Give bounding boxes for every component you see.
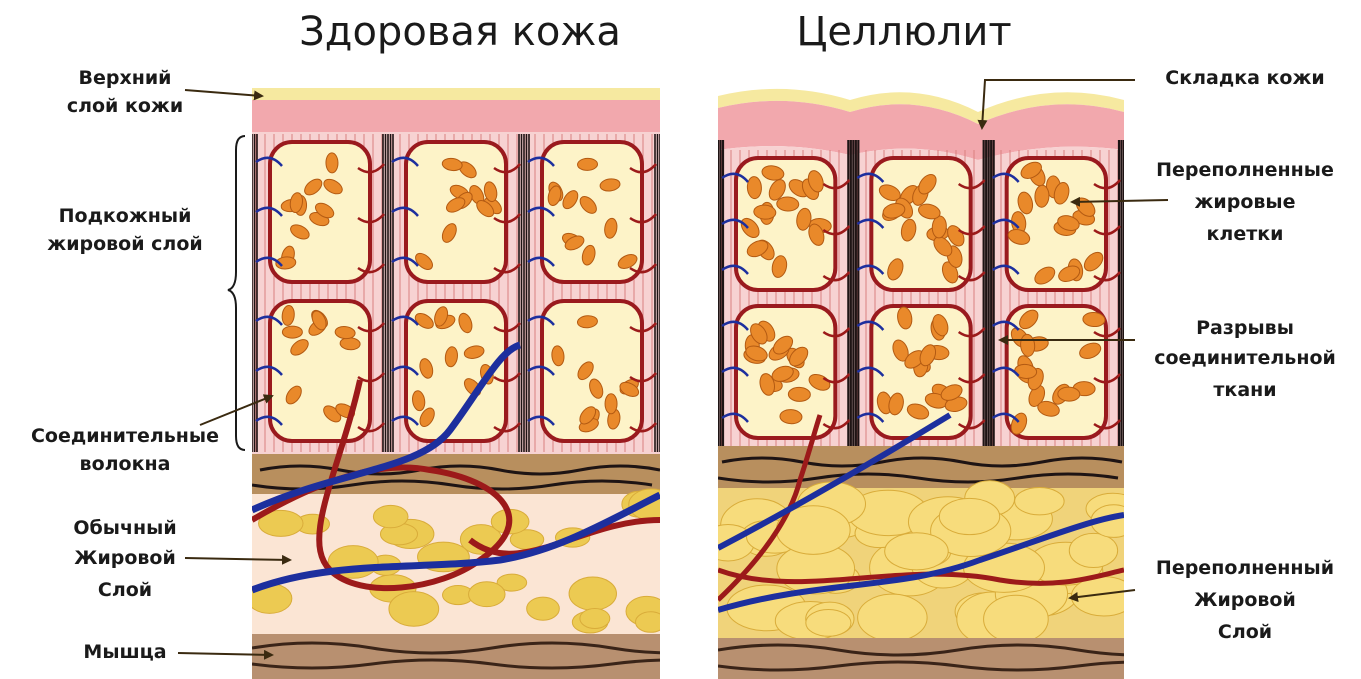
fat-cell (542, 301, 642, 441)
svg-text:жировой слой: жировой слой (47, 233, 202, 255)
fat-cell (270, 301, 370, 441)
fat-globule (984, 595, 1049, 643)
svg-text:клетки: клетки (1207, 223, 1284, 245)
svg-text:Слой: Слой (98, 579, 152, 601)
healthy-muscle (252, 634, 732, 679)
fat-globule (527, 597, 560, 620)
label-skin-fold: Складка кожи (1165, 67, 1324, 89)
fat-globule (806, 609, 851, 636)
fat-globule (635, 612, 665, 633)
svg-text:Разрывы: Разрывы (1196, 317, 1294, 339)
title-healthy: Здоровая кожа (299, 9, 621, 55)
svg-text:волокна: волокна (80, 453, 171, 475)
fat-globule (939, 498, 999, 534)
fat-cell (1007, 306, 1106, 438)
fat-cell (542, 142, 642, 282)
svg-text:Мышца: Мышца (83, 641, 166, 663)
svg-text:Складка кожи: Складка кожи (1165, 67, 1324, 89)
label-fibers: Соединительные волокна (31, 425, 219, 475)
fat-cell (406, 142, 506, 282)
svg-text:соединительной: соединительной (1154, 347, 1336, 369)
fat-globule (373, 505, 408, 527)
fat-globule (1015, 488, 1064, 515)
arrow-upper-layer (185, 90, 262, 96)
healthy-epidermis (252, 88, 660, 100)
fat-globule (1069, 533, 1117, 567)
svg-text:жировые: жировые (1195, 191, 1296, 213)
label-normal-fat: Обычный Жировой Слой (73, 517, 176, 601)
fat-cell (270, 142, 370, 282)
svg-text:Соединительные: Соединительные (31, 425, 219, 447)
label-upper-layer: Верхний слой кожи (67, 67, 183, 117)
brace-subcutaneous (228, 136, 245, 450)
svg-text:слой кожи: слой кожи (67, 95, 183, 117)
svg-text:Обычный: Обычный (73, 517, 176, 539)
fat-cell (871, 306, 970, 438)
cellulite-fat-layer (702, 481, 1140, 646)
healthy-skin-panel (247, 88, 732, 679)
fat-globule (858, 594, 927, 641)
svg-text:Жировой: Жировой (74, 547, 176, 569)
healthy-subcutaneous-layer (247, 132, 665, 454)
healthy-dermis (252, 100, 660, 132)
svg-text:Жировой: Жировой (1194, 589, 1296, 611)
cellulite-connective-band (718, 446, 1124, 488)
fat-globule (389, 592, 439, 627)
label-subcutaneous: Подкожный жировой слой (47, 205, 202, 255)
svg-text:Верхний: Верхний (79, 67, 172, 89)
label-overfilled-fat: Переполненный Жировой Слой (1156, 557, 1334, 643)
title-cellulite: Целлюлит (796, 9, 1011, 55)
fat-cell (871, 158, 970, 290)
fat-cell (1006, 158, 1106, 290)
fat-cell (736, 158, 835, 290)
fat-globule (580, 608, 610, 628)
fat-globule (469, 582, 506, 607)
svg-text:Переполненный: Переполненный (1156, 557, 1334, 579)
cellulite-subcutaneous-layer (713, 140, 1129, 446)
label-overfilled-cells: Переполненные жировые клетки (1156, 159, 1334, 245)
label-tissue-ruptures: Разрывы соединительной ткани (1154, 317, 1336, 401)
fat-globule (885, 533, 949, 570)
svg-text:Слой: Слой (1218, 621, 1272, 643)
label-muscle: Мышца (83, 641, 166, 663)
svg-text:Подкожный: Подкожный (59, 205, 192, 227)
fat-globule (569, 577, 616, 610)
svg-text:ткани: ткани (1213, 379, 1276, 401)
svg-text:Переполненные: Переполненные (1156, 159, 1334, 181)
cellulite-skin-panel (702, 80, 1198, 679)
cellulite-muscle (718, 638, 1198, 679)
